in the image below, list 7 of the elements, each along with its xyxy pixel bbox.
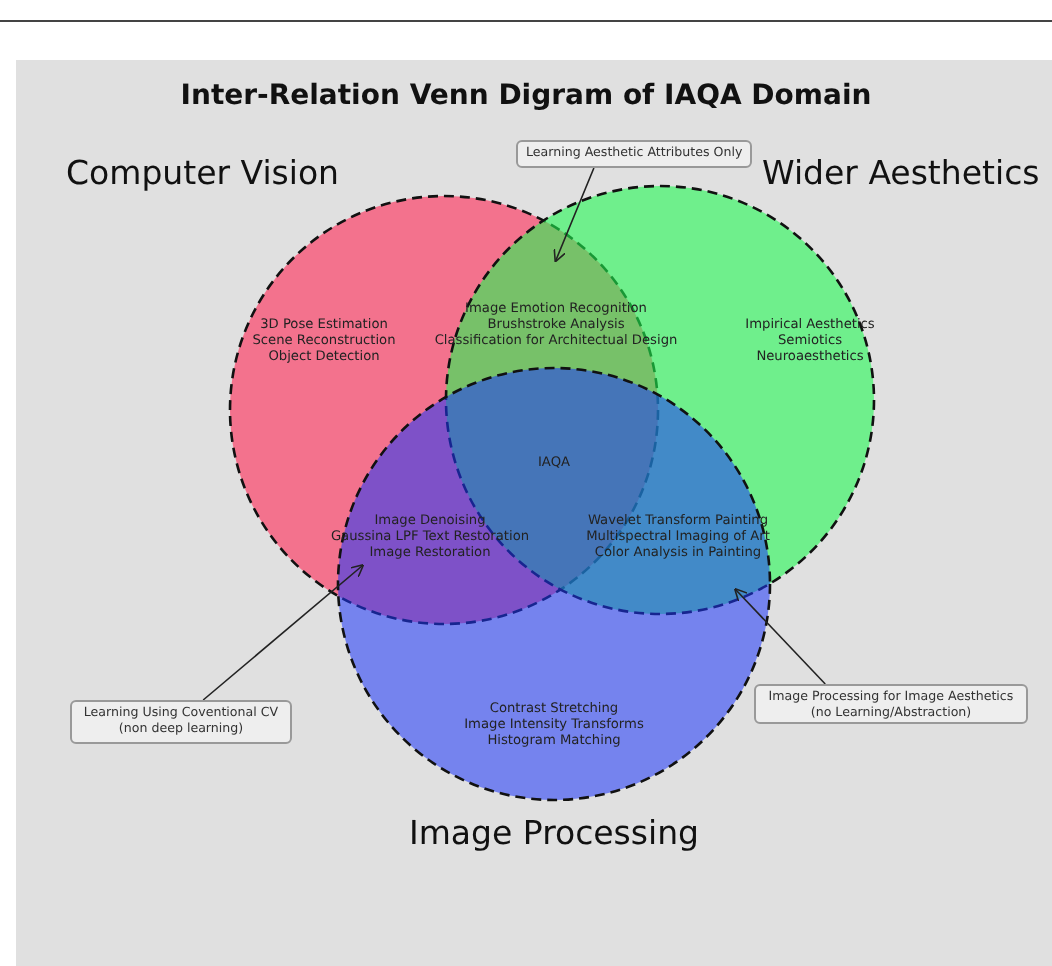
set-title: Wider Aesthetics xyxy=(762,154,1040,192)
diagram-title: Inter-Relation Venn Digram of IAQA Domain xyxy=(178,80,874,112)
leader-line xyxy=(733,587,827,685)
leader-line xyxy=(202,563,365,701)
leader-line xyxy=(553,167,595,263)
set-title: Image Processing xyxy=(406,814,702,852)
set-title: Computer Vision xyxy=(66,154,340,192)
